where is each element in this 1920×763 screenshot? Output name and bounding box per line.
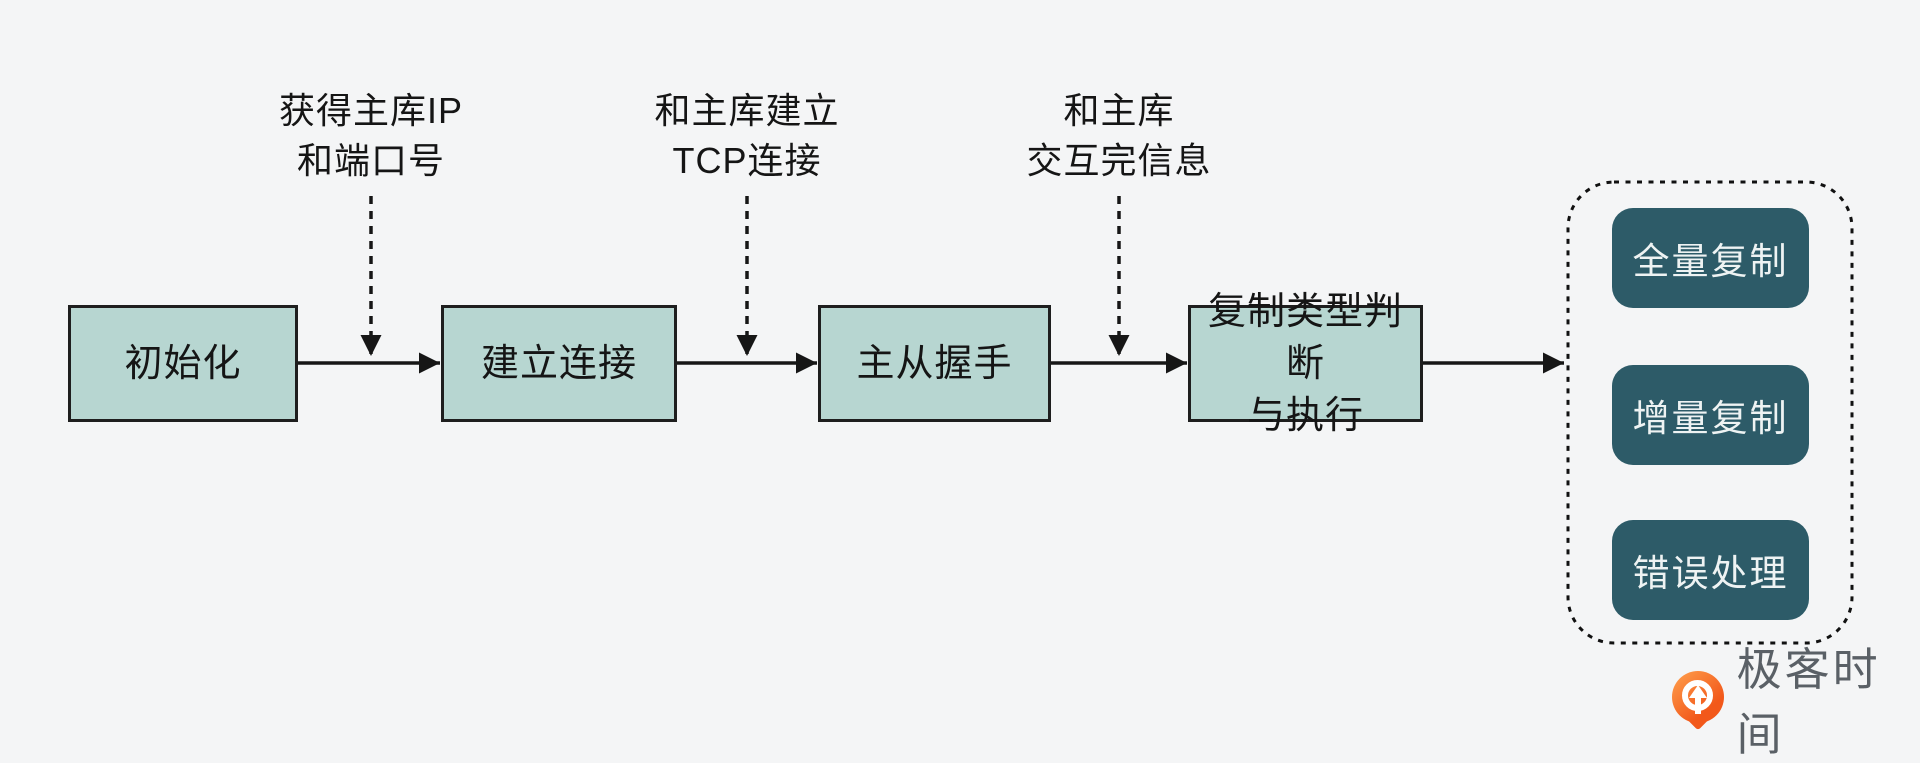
outcome-pill-error-handling: 错误处理 [1612, 520, 1809, 620]
outcome-pill-full-replication: 全量复制 [1612, 208, 1809, 308]
geektime-logo: 极客时间 [1672, 644, 1920, 760]
step-label: 主从握手 [856, 342, 1013, 385]
arrow-layer [297, 180, 1854, 645]
pin-arrow-icon [1689, 685, 1707, 698]
outcome-pill-incremental-replication: 增量复制 [1612, 365, 1809, 465]
step-label: 建立连接 [480, 342, 637, 385]
step-label: 复制类型判断 与执行 [1207, 290, 1403, 437]
annotation-exchange-info: 和主库 交互完信息 [1026, 90, 1212, 181]
pin-arrow-stem [1695, 696, 1701, 714]
outcome-label: 错误处理 [1632, 553, 1789, 594]
outcomes-dashed-container [1566, 180, 1854, 645]
outcome-label: 全量复制 [1632, 241, 1789, 282]
step-label: 初始化 [124, 342, 242, 385]
step-box-master-slave-handshake: 主从握手 [818, 305, 1051, 422]
annotation-tcp-connect: 和主库建立 TCP连接 [654, 90, 840, 181]
logo-wordmark: 极客时间 [1736, 644, 1881, 760]
step-box-establish-connection: 建立连接 [441, 305, 677, 422]
step-box-replication-type-judgment: 复制类型判断 与执行 [1188, 291, 1423, 437]
step-box-initialization: 初始化 [68, 305, 298, 422]
annotation-get-master-ip-port: 获得主库IP 和端口号 [278, 90, 464, 181]
geektime-pin-icon [1672, 671, 1724, 731]
flowchart-canvas: 初始化 建立连接 主从握手 复制类型判断 与执行 获得主库IP 和端口号 和主库… [68, 90, 1920, 760]
outcome-label: 增量复制 [1632, 398, 1789, 439]
